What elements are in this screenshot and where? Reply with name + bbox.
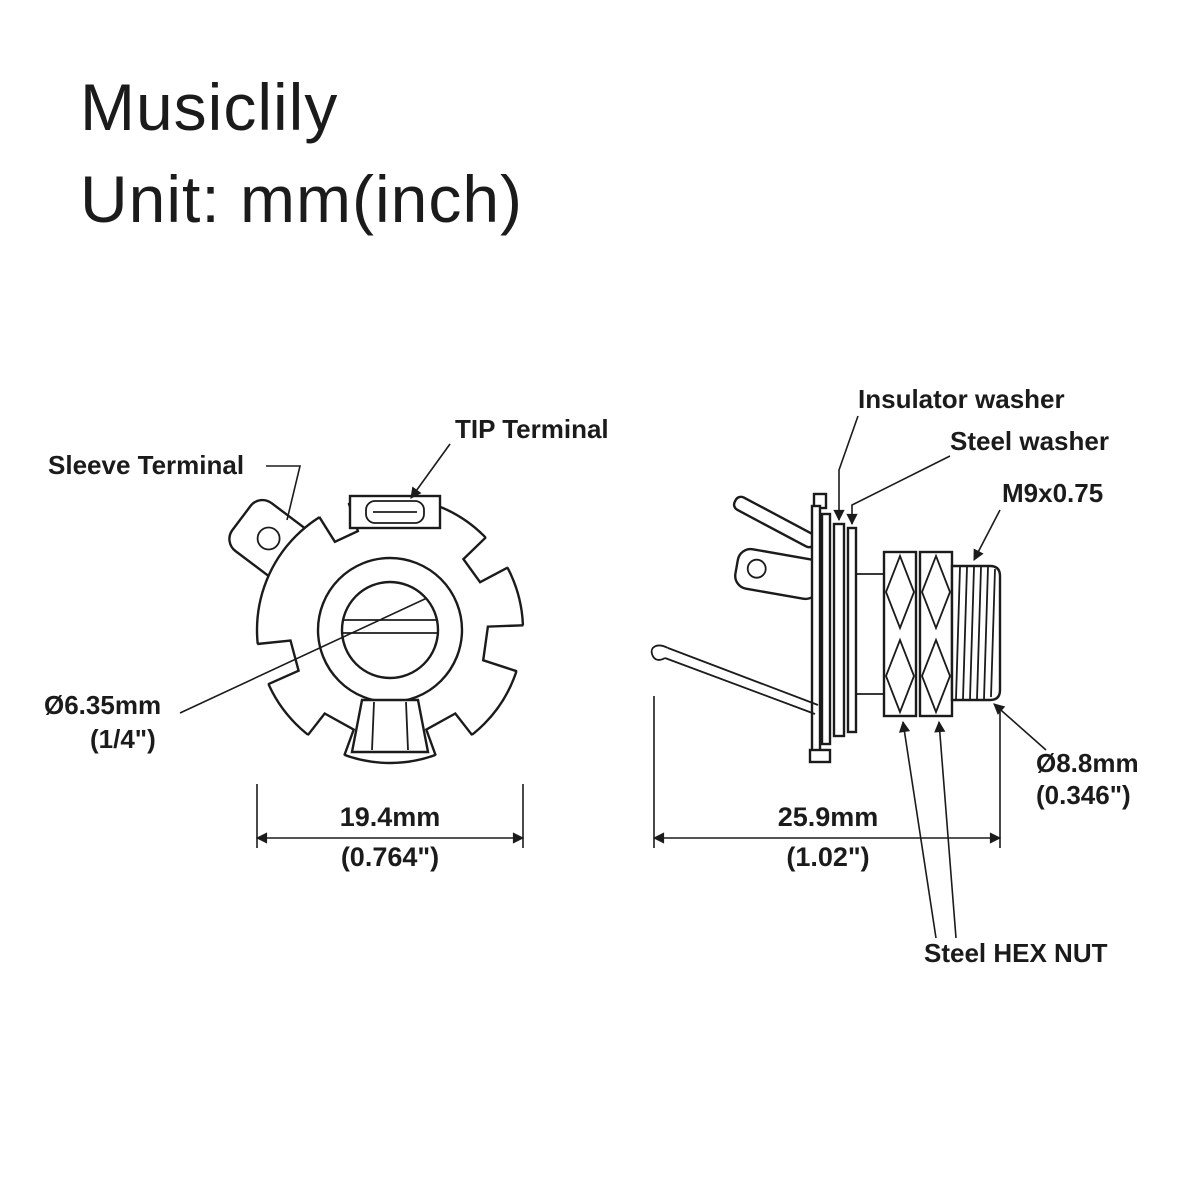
unit-label: Unit: mm(inch) bbox=[80, 162, 523, 236]
frame-tab-shape bbox=[350, 698, 430, 754]
lug-hole bbox=[256, 526, 281, 551]
side-frame-plates bbox=[808, 492, 832, 764]
front-bushing bbox=[316, 556, 464, 704]
wire-edge bbox=[667, 647, 819, 706]
insulator-washer-leader bbox=[833, 415, 859, 522]
jack-hole bbox=[340, 580, 440, 680]
hex-nuts bbox=[882, 550, 954, 718]
steel-washer-leader bbox=[846, 455, 951, 526]
thread-line bbox=[976, 566, 982, 700]
nut-facet bbox=[921, 637, 951, 715]
tip-screw bbox=[365, 500, 425, 524]
hex-nut bbox=[918, 550, 954, 718]
front-frame-tab bbox=[350, 698, 430, 754]
hex-nut-leader bbox=[934, 720, 957, 939]
sleeve-terminal-label: Sleeve Terminal bbox=[48, 450, 244, 480]
notch bbox=[461, 536, 509, 584]
sleeve-terminal-leader bbox=[266, 465, 302, 521]
hex-nut-label: Steel HEX NUT bbox=[924, 938, 1108, 968]
length-dimension-inch: (1.02") bbox=[786, 842, 869, 872]
side-sleeve-lug bbox=[734, 547, 822, 601]
width-dimension-inch: (0.764") bbox=[341, 842, 439, 872]
notch bbox=[481, 624, 524, 673]
tip-terminal-label: TIP Terminal bbox=[455, 414, 609, 444]
side-length-dimension: 25.9mm (1.02") bbox=[652, 696, 1002, 872]
side-view: Insulator washer Steel washer M9x0.75 Ø8… bbox=[650, 384, 1139, 968]
thread-line bbox=[962, 566, 968, 700]
frame-tab-line bbox=[371, 701, 375, 751]
thread-line bbox=[990, 568, 996, 698]
page-title: Musiclily bbox=[80, 70, 338, 144]
threaded-bushing bbox=[950, 564, 1002, 702]
tip-terminal-tab bbox=[732, 495, 818, 549]
tip-terminal-bracket bbox=[348, 494, 442, 530]
length-dimension-value: 25.9mm bbox=[778, 802, 879, 832]
bushing-diameter-leader bbox=[993, 703, 1047, 751]
notch bbox=[257, 639, 301, 686]
frame-plate bbox=[820, 512, 832, 746]
wire-hook bbox=[650, 644, 669, 661]
insulator-washer-label: Insulator washer bbox=[858, 384, 1065, 414]
nut-facet bbox=[921, 553, 951, 631]
hole-diameter-value: Ø6.35mm bbox=[44, 690, 161, 720]
hex-nut-leader bbox=[898, 720, 937, 939]
hole-diameter-inch: (1/4") bbox=[90, 724, 156, 754]
hex-nut bbox=[882, 550, 918, 718]
frame-bottom-tab bbox=[808, 748, 832, 764]
bushing-diameter-value: Ø8.8mm bbox=[1036, 748, 1139, 778]
frame-tab-line bbox=[405, 701, 409, 751]
lug-shape bbox=[734, 547, 822, 601]
bushing-diameter-inch: (0.346") bbox=[1036, 780, 1131, 810]
thread-line bbox=[983, 566, 989, 700]
front-width-dimension: 19.4mm (0.764") bbox=[255, 784, 525, 872]
width-dimension-value: 19.4mm bbox=[340, 802, 441, 832]
hole-diameter-leader bbox=[179, 597, 428, 714]
thread-line bbox=[969, 566, 975, 700]
thread-spec-label: M9x0.75 bbox=[1002, 478, 1103, 508]
insulator-washer bbox=[832, 522, 846, 738]
steel-washer bbox=[846, 526, 858, 734]
steel-washer-label: Steel washer bbox=[950, 426, 1109, 456]
nut-facet bbox=[885, 553, 915, 631]
lug-hole bbox=[746, 558, 767, 579]
thread-spec-leader bbox=[973, 509, 1001, 561]
wire-edge bbox=[664, 657, 816, 715]
thread-line bbox=[955, 566, 961, 700]
notch bbox=[306, 711, 356, 756]
nut-facet bbox=[885, 637, 915, 715]
frame-plate bbox=[810, 504, 822, 754]
tip-spring-wire bbox=[650, 644, 819, 715]
notch bbox=[424, 711, 474, 756]
tip-terminal-leader bbox=[410, 443, 451, 499]
front-view: Sleeve Terminal TIP Terminal Ø6.35mm (1/… bbox=[44, 414, 609, 872]
